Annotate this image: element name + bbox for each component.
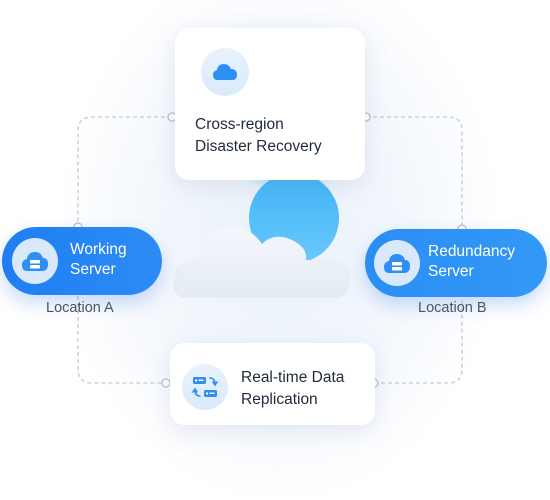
node-label: Redundancy Server: [428, 242, 515, 282]
sync-servers-icon: [182, 364, 228, 410]
title-line: Real-time Data: [241, 369, 345, 386]
label-line: Server: [70, 261, 116, 278]
working-server-node: Working Server: [2, 227, 162, 295]
label-line: Working: [70, 241, 127, 258]
cloud-icon: [201, 48, 249, 96]
cloud-server-icon: [12, 238, 58, 284]
data-replication-card: Real-time Data Replication: [170, 343, 375, 425]
node-label: Working Server: [70, 240, 127, 280]
card-title: Cross-region Disaster Recovery: [195, 114, 360, 158]
central-cloud-illustration: [170, 160, 360, 305]
redundancy-server-node: Redundancy Server: [365, 229, 547, 297]
card-title: Real-time Data Replication: [241, 367, 371, 411]
connector-bottom-left: [77, 296, 166, 384]
title-line: Replication: [241, 391, 318, 408]
location-label: Location B: [418, 300, 487, 316]
connector-bottom-right: [374, 298, 463, 384]
connector-dot: [161, 378, 171, 388]
title-line: Disaster Recovery: [195, 138, 322, 155]
connector-top-right: [366, 116, 463, 229]
title-line: Cross-region: [195, 116, 284, 133]
location-label: Location A: [46, 300, 114, 316]
disaster-recovery-card: Cross-region Disaster Recovery: [175, 28, 365, 180]
label-line: Redundancy: [428, 243, 516, 260]
connector-top-left: [77, 116, 172, 227]
cloud-server-icon: [374, 240, 420, 286]
label-line: Server: [428, 263, 474, 280]
